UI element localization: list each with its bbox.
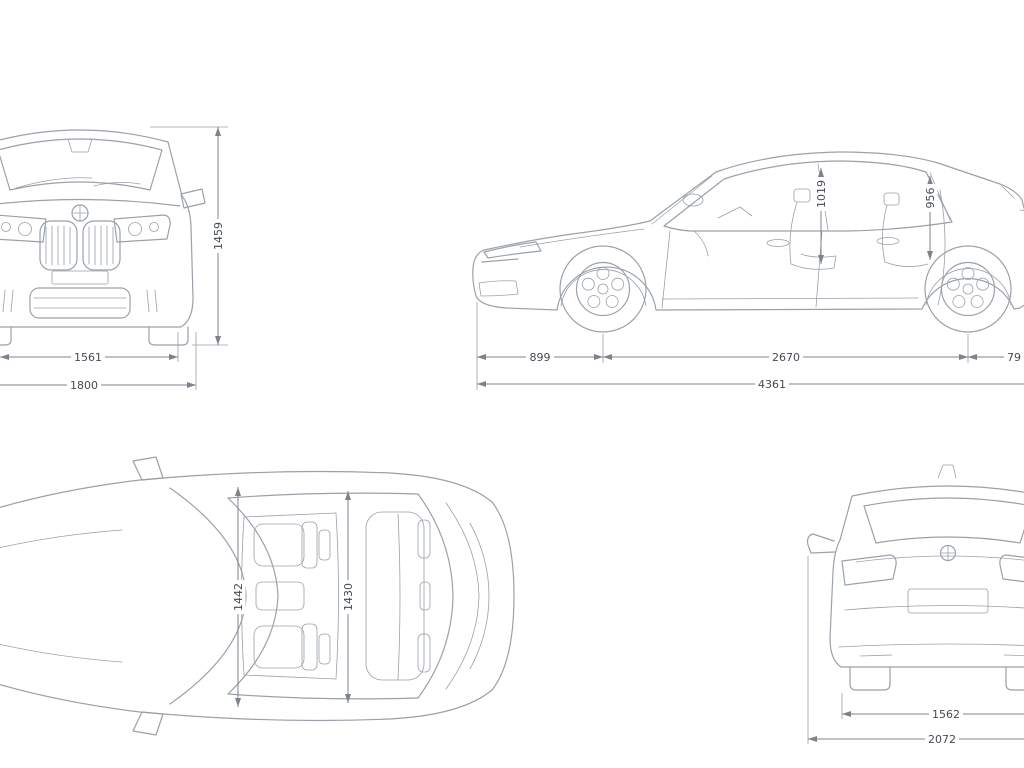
dim-overall-length-label: 4361 xyxy=(755,376,789,392)
rear-mirrors xyxy=(806,533,836,554)
taillights xyxy=(841,554,1024,586)
license-plate xyxy=(907,588,989,614)
side-view-car-drawing xyxy=(472,151,1024,333)
rear-window xyxy=(863,497,1024,544)
svg-text:1442: 1442 xyxy=(232,583,245,611)
side-mirror xyxy=(682,193,704,207)
svg-text:1019: 1019 xyxy=(815,180,828,208)
rear-diffuser xyxy=(859,654,1024,657)
front-body-outline xyxy=(0,129,194,328)
wipers xyxy=(15,177,141,189)
rear-glass-edge xyxy=(417,493,454,699)
pillar-lines xyxy=(651,163,951,231)
door-handles xyxy=(766,237,900,247)
front-bumper xyxy=(2,270,158,319)
kidney-grille xyxy=(39,220,121,271)
svg-text:1430: 1430 xyxy=(342,583,355,611)
rear-body-outline xyxy=(829,485,1024,668)
wheel-arch-flares xyxy=(560,268,1012,307)
svg-text:1562: 1562 xyxy=(932,708,960,721)
top-body-outline xyxy=(0,470,515,722)
dim-overall-height-label: 1459 xyxy=(210,219,226,253)
svg-text:1800: 1800 xyxy=(70,379,98,392)
interior-mirror xyxy=(67,138,93,153)
svg-text:4361: 4361 xyxy=(758,378,786,391)
dim-overall-width-label: 1800 xyxy=(67,377,101,393)
svg-text:1459: 1459 xyxy=(212,222,225,250)
dim-front-interior-width-label: 1442 xyxy=(230,580,246,614)
side-view-dimensions: 1019 956 899 2670 79 xyxy=(476,168,1024,392)
front-windshield xyxy=(0,138,163,191)
top-view-car-drawing xyxy=(0,456,515,736)
rear-wheel xyxy=(924,245,1012,333)
dim-front-overhang-label: 899 xyxy=(526,349,554,365)
dim-rear-track-label: 1562 xyxy=(929,706,963,722)
dim-front-headroom-label: 1019 xyxy=(813,177,829,211)
front-view-dimensions: 1459 1561 1800 xyxy=(0,126,228,393)
dim-front-track-label: 1561 xyxy=(71,349,105,365)
svg-text:956: 956 xyxy=(924,188,937,209)
hood-crease xyxy=(519,228,645,248)
dim-rear-interior-width-label: 1430 xyxy=(340,580,356,614)
svg-text:2072: 2072 xyxy=(928,733,956,746)
hood-line xyxy=(0,198,181,207)
side-headlight xyxy=(481,241,542,263)
door-seams xyxy=(661,189,946,309)
rocker-line xyxy=(661,297,919,300)
side-front-intake xyxy=(478,280,519,297)
front-view-car-drawing xyxy=(0,129,206,346)
svg-text:79: 79 xyxy=(1007,351,1021,364)
top-mirrors xyxy=(132,456,164,736)
rear-wheels xyxy=(849,666,1024,691)
dim-rear-headroom-label: 956 xyxy=(922,184,938,212)
windshield-cowl xyxy=(169,487,247,705)
right-side-mirror xyxy=(180,188,206,209)
rear-body-creases xyxy=(838,555,1024,648)
hood-contours xyxy=(0,529,123,663)
svg-text:899: 899 xyxy=(530,351,551,364)
top-view-dimensions: 1442 1430 xyxy=(230,487,356,707)
front-wheel xyxy=(559,245,647,333)
side-view: 1019 956 899 2670 79 xyxy=(472,151,1024,392)
interior-seats xyxy=(693,188,929,270)
dim-overall-width-mirrors-label: 2072 xyxy=(925,731,959,747)
side-body-outline xyxy=(472,151,1024,311)
svg-text:2670: 2670 xyxy=(772,351,800,364)
front-view: 1459 1561 1800 xyxy=(0,126,228,393)
side-windows xyxy=(663,160,953,232)
rear-details xyxy=(1001,185,1024,212)
rear-view-car-drawing xyxy=(806,464,1024,691)
svg-text:1561: 1561 xyxy=(74,351,102,364)
rear-view-dimensions: 1562 2072 xyxy=(807,556,1024,747)
dim-rear-overhang-label: 79 xyxy=(1004,349,1024,365)
top-view: 1442 1430 xyxy=(0,456,515,736)
tailgate-lines xyxy=(445,502,490,690)
rear-roundel xyxy=(939,544,957,562)
rear-view: 1562 2072 xyxy=(806,464,1024,747)
sunroof-outline xyxy=(241,512,339,680)
dim-wheelbase-label: 2670 xyxy=(769,349,803,365)
roof-front-edge xyxy=(227,497,279,695)
brand-roundel xyxy=(71,204,89,222)
front-wheels xyxy=(0,326,189,346)
roof-antenna xyxy=(937,464,957,479)
roof-sides xyxy=(227,492,419,700)
headlights xyxy=(0,214,171,243)
plan-seats xyxy=(253,511,431,681)
